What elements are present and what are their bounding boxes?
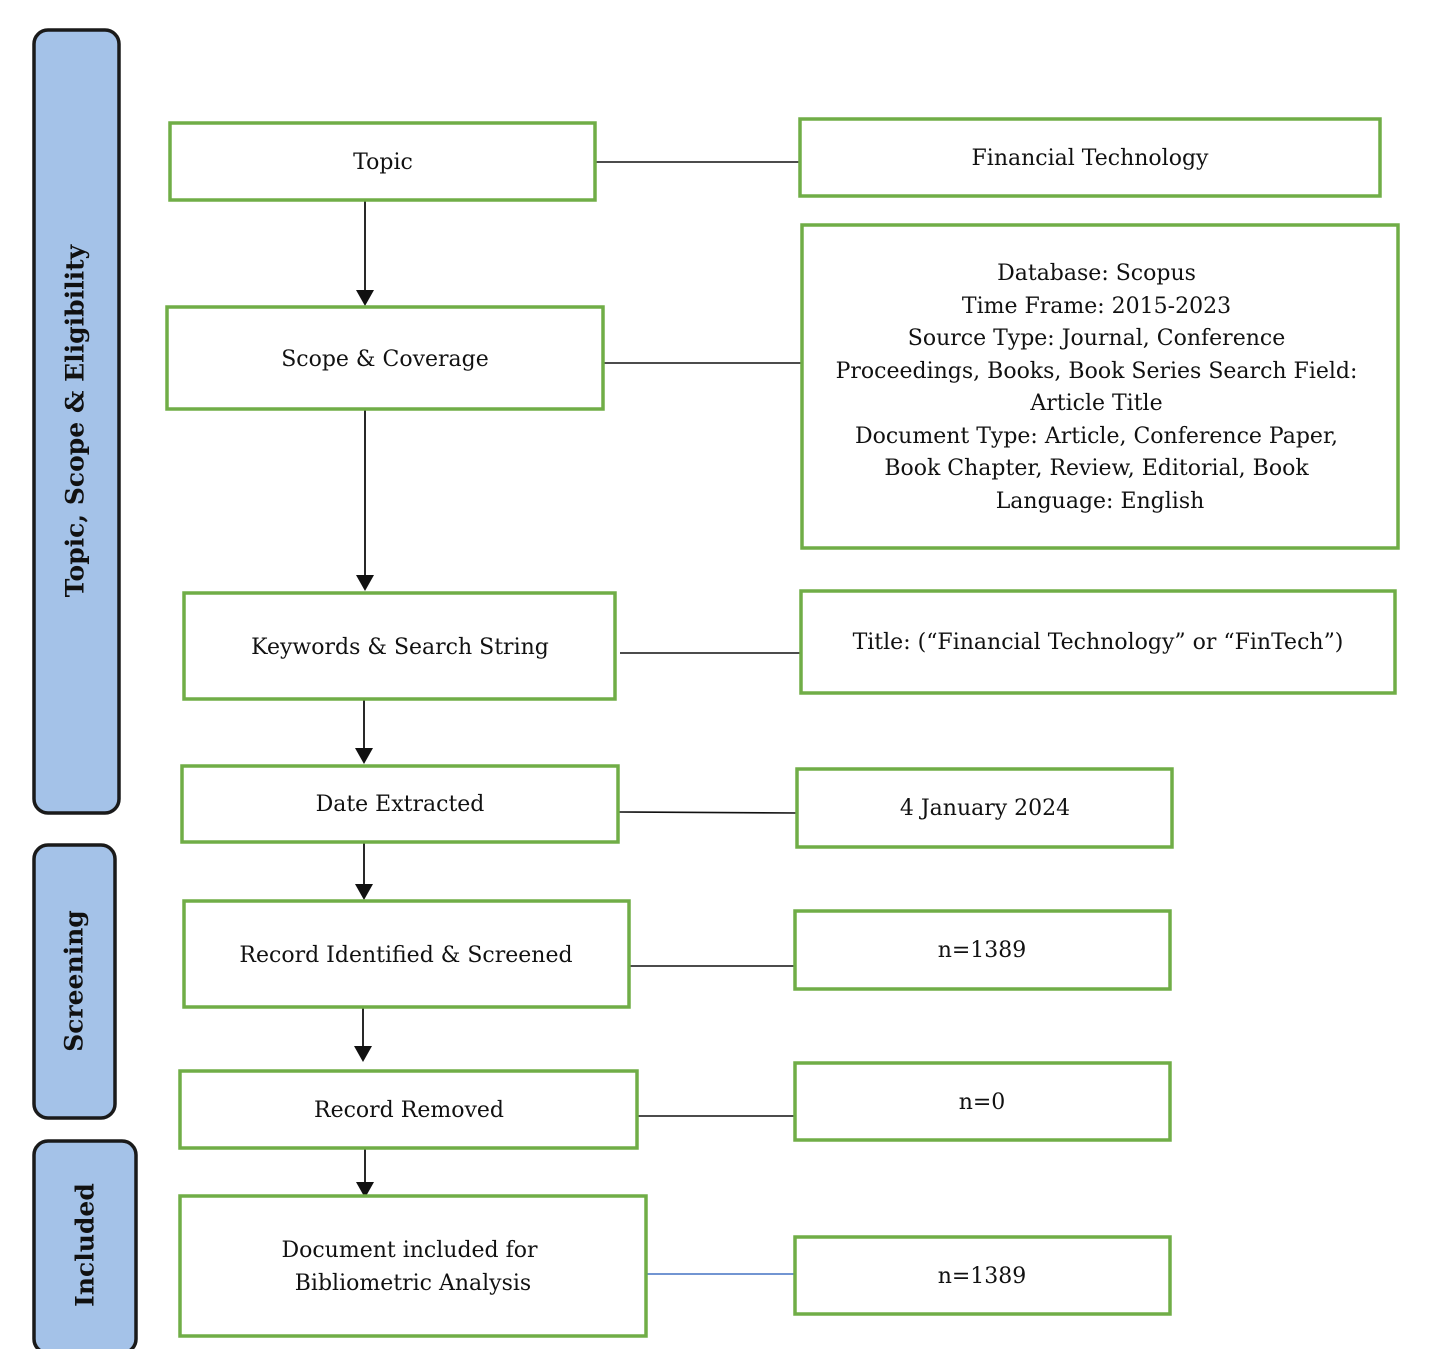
box-count-included-label: n=1389 (938, 1264, 1027, 1289)
connector-date (618, 811, 798, 814)
flow-arrows (354, 201, 374, 1198)
scope-line-database: Database: Scopus (997, 261, 1196, 286)
scope-line-proceedings: Proceedings, Books, Book Series Search F… (836, 359, 1358, 384)
box-extraction-date-label: 4 January 2024 (900, 796, 1070, 821)
box-topic-label: Topic (353, 150, 413, 175)
box-record-identified: Record Identified & Screened (182, 899, 631, 1009)
box-record-removed: Record Removed (178, 1069, 639, 1150)
box-scope-coverage-label: Scope & Coverage (281, 347, 489, 372)
box-count-identified: n=1389 (793, 909, 1172, 991)
stage-topic-scope-eligibility-label: Topic, Scope & Eligibility (61, 243, 90, 597)
box-included-label: Document included for Bibliometric Analy… (281, 1238, 544, 1296)
stage-screening: Screening (32, 843, 117, 1120)
scope-line-article-title: Article Title (1029, 391, 1162, 416)
box-extraction-date: 4 January 2024 (795, 767, 1174, 849)
arrow-identified-to-removed (354, 1008, 372, 1062)
arrow-removed-to-included (356, 1149, 374, 1198)
scope-line-language: Language: English (996, 489, 1205, 514)
box-identified-label: Record Identified & Screened (239, 943, 572, 968)
box-keywords-search-string: Keywords & Search String (182, 591, 617, 701)
box-count-identified-label: n=1389 (938, 938, 1027, 963)
box-scope-details-text: Database: Scopus Time Frame: 2015-2023 S… (836, 261, 1365, 514)
box-search-string: Title: (“Financial Technology” or “FinTe… (799, 589, 1397, 695)
box-count-removed: n=0 (793, 1061, 1172, 1142)
box-financial-technology-label: Financial Technology (972, 146, 1210, 171)
arrow-scope-to-keywords (356, 410, 374, 591)
box-date-extracted: Date Extracted (180, 764, 620, 844)
stage-included: Included (32, 1139, 138, 1349)
box-date-label: Date Extracted (316, 792, 485, 817)
scope-line-time-frame: Time Frame: 2015-2023 (962, 294, 1231, 319)
scope-line-source-type: Source Type: Journal, Conference (908, 326, 1285, 351)
arrow-keywords-to-date (355, 700, 373, 764)
box-removed-label: Record Removed (314, 1098, 504, 1123)
box-scope-details: Database: Scopus Time Frame: 2015-2023 S… (800, 223, 1400, 550)
scope-line-document-type: Document Type: Article, Conference Paper… (855, 424, 1338, 449)
stage-topic-scope-eligibility: Topic, Scope & Eligibility (32, 28, 121, 815)
arrow-date-to-identified (355, 843, 373, 900)
arrow-topic-to-scope (356, 201, 374, 306)
stage-included-label: Included (71, 1183, 100, 1307)
connectors (596, 161, 803, 1275)
stage-screening-label: Screening (60, 910, 89, 1052)
box-topic: Topic (168, 121, 597, 202)
box-document-included: Document included for Bibliometric Analy… (178, 1194, 648, 1338)
box-search-string-label: Title: (“Financial Technology” or “FinTe… (853, 630, 1344, 655)
box-included-line-2: Bibliometric Analysis (295, 1271, 531, 1296)
box-keywords-label: Keywords & Search String (251, 635, 549, 660)
box-scope-coverage: Scope & Coverage (165, 305, 605, 411)
box-included-line-1: Document included for (281, 1238, 538, 1263)
box-count-removed-label: n=0 (959, 1090, 1006, 1115)
box-financial-technology: Financial Technology (798, 117, 1382, 198)
box-count-included: n=1389 (793, 1235, 1172, 1316)
scope-line-book-chapter: Book Chapter, Review, Editorial, Book (884, 456, 1309, 481)
